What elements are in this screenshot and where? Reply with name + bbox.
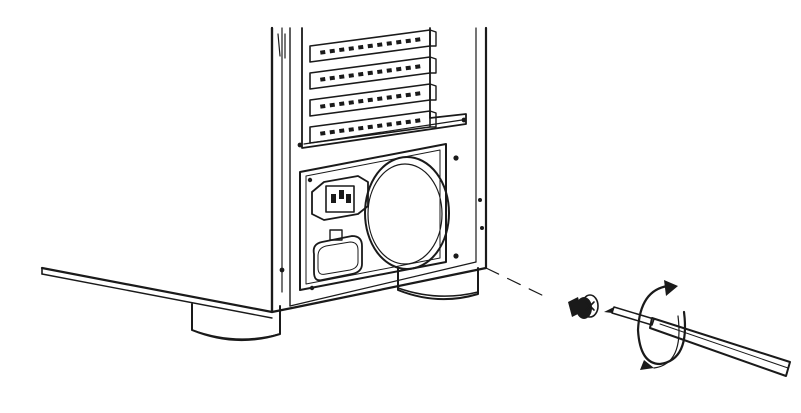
vent-hole: [339, 128, 345, 134]
vent-hole: [396, 93, 402, 99]
ac-power-inlet: [311, 175, 369, 241]
vent-hole: [405, 65, 412, 71]
vent-hole: [377, 42, 383, 48]
psu-fan: [364, 156, 450, 270]
expansion-slots: [309, 29, 437, 144]
vent-hole: [358, 125, 364, 131]
expansion-slot-cover: [309, 56, 437, 90]
power-switch-cutout: [312, 235, 363, 282]
screwdriver: [604, 306, 791, 377]
vent-hole: [329, 48, 336, 54]
vent-hole: [386, 68, 393, 73]
vent-hole: [320, 131, 326, 136]
cross-head-icon: [585, 301, 595, 311]
case-foot-front-left: [191, 303, 281, 342]
thumbscrew: [568, 294, 599, 319]
vent-hole: [338, 47, 345, 53]
vent-hole: [358, 71, 364, 77]
expansion-slot-cover: [309, 29, 437, 63]
vent-hole: [320, 50, 326, 55]
vent-hole: [414, 37, 421, 42]
vent-hole: [367, 97, 374, 103]
case-foot-rear-right: [397, 267, 479, 301]
vent-hole: [414, 118, 421, 123]
vent-hole: [414, 64, 421, 69]
vent-hole: [386, 41, 393, 46]
vent-hole: [339, 101, 345, 107]
vent-hole: [358, 98, 364, 104]
vent-hole: [348, 73, 355, 78]
vent-hole: [348, 100, 355, 105]
panel-screw-icon: [279, 267, 285, 273]
power-supply-unit: [299, 143, 459, 291]
vent-hole: [405, 119, 412, 125]
vent-hole: [376, 69, 383, 75]
vent-hole: [396, 66, 402, 72]
vent-hole: [329, 75, 336, 81]
psu-screw-icon: [453, 253, 459, 259]
vent-hole: [405, 92, 412, 98]
vent-hole: [415, 91, 421, 96]
vent-hole: [348, 127, 355, 132]
vent-hole: [358, 44, 364, 50]
rotation-arrow-icon: [636, 280, 686, 370]
psu-screw-icon: [309, 285, 315, 291]
direction-guide-line: [485, 267, 549, 299]
vent-hole: [396, 39, 402, 45]
panel-screw-icon: [480, 226, 484, 230]
expansion-slot-cover: [309, 110, 437, 144]
vent-hole: [367, 43, 374, 49]
pc-tower-case: [40, 26, 488, 319]
vent-hole: [320, 77, 326, 82]
panel-screw-icon: [478, 198, 482, 202]
vent-hole: [386, 95, 393, 100]
expansion-slot-cover: [309, 83, 437, 117]
vent-hole: [405, 38, 412, 44]
vent-hole: [367, 124, 374, 130]
vent-hole: [386, 122, 393, 127]
vent-hole: [329, 102, 336, 108]
vent-hole: [348, 46, 355, 51]
vent-hole: [329, 129, 336, 135]
vent-hole: [367, 70, 374, 76]
vent-hole: [339, 74, 345, 80]
psu-screw-icon: [307, 177, 313, 183]
psu-screw-icon: [453, 155, 459, 161]
vent-hole: [320, 104, 326, 109]
vent-hole: [377, 96, 383, 102]
vent-hole: [376, 123, 383, 129]
vent-hole: [396, 120, 402, 126]
